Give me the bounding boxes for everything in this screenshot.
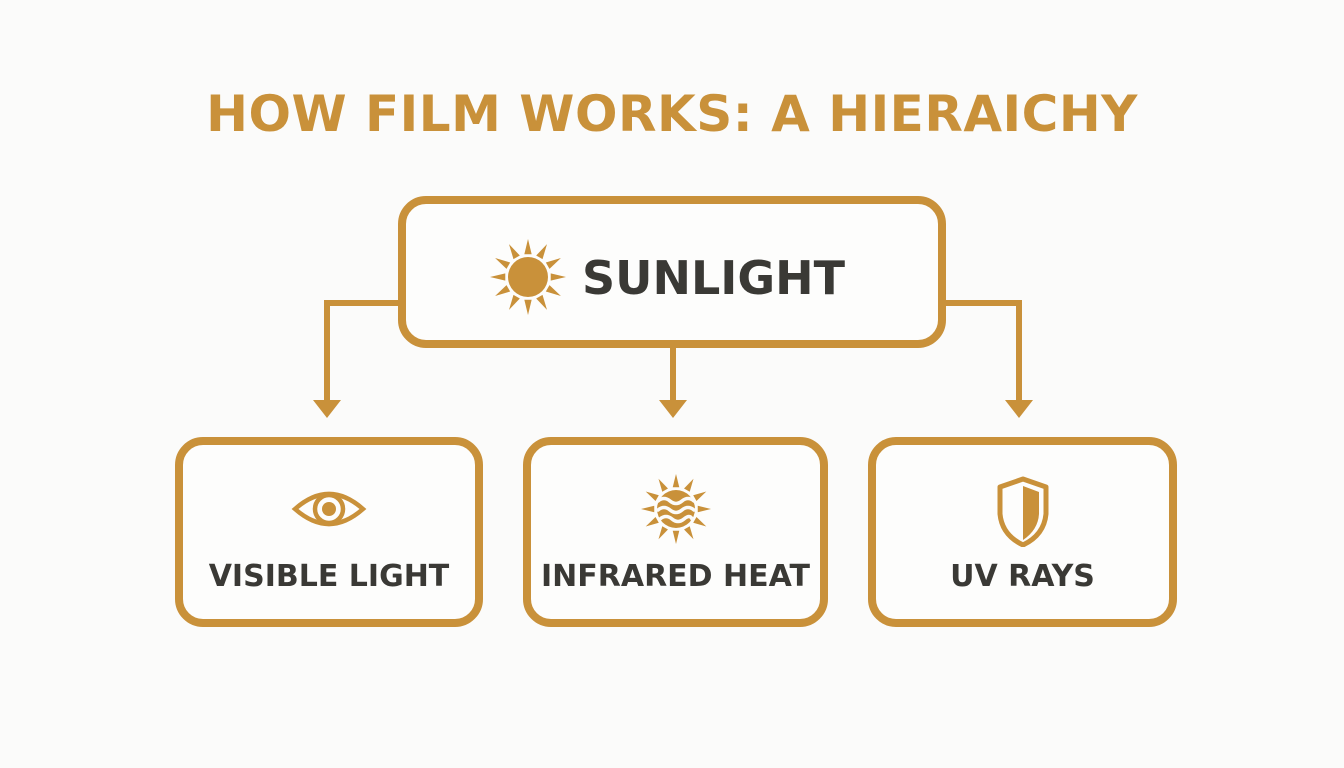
root-node-sunlight: SUNLIGHT [398, 196, 946, 348]
child-node-infrared-heat: INFRARED HEAT [523, 437, 828, 627]
sun-ray [495, 285, 511, 296]
sun-icon [490, 239, 566, 315]
sun-ray [658, 526, 668, 540]
root-label: SUNLIGHT [582, 251, 846, 305]
sun-ray [524, 299, 532, 315]
sun-ray [683, 478, 693, 492]
sun-ray [683, 526, 693, 540]
sun-ray [545, 258, 561, 269]
connector-right [942, 300, 1022, 402]
arrowhead-left [313, 400, 341, 418]
eye-icon [291, 491, 367, 527]
connector-left [324, 300, 402, 402]
sun-ray [692, 517, 706, 527]
diagram-title: HOW FILM WORKS: A HIERAICHY [206, 85, 1138, 143]
sun-ray [692, 491, 706, 501]
child-label-infrared-heat: INFRARED HEAT [541, 559, 810, 594]
sun-ray [640, 505, 654, 513]
sun-waves-icon [640, 474, 711, 544]
sun-ray [645, 517, 659, 527]
child-node-visible-light: VISIBLE LIGHT [175, 437, 483, 627]
sun-ray [536, 294, 547, 310]
arrowhead-right [1005, 400, 1033, 418]
sun-ray [545, 285, 561, 296]
sun-ray [536, 244, 547, 260]
shield-icon [997, 476, 1048, 547]
sun-ray [550, 273, 566, 281]
sun-ray [495, 258, 511, 269]
sun-ray [672, 474, 679, 488]
sun-ray [697, 505, 711, 513]
child-label-uv-rays: UV RAYS [950, 559, 1095, 594]
sun-ray [658, 478, 668, 492]
child-node-uv-rays: UV RAYS [868, 437, 1177, 627]
sun-ray [509, 244, 520, 260]
sun-ray [672, 530, 679, 544]
child-label-visible-light: VISIBLE LIGHT [208, 559, 450, 594]
sun-ray [490, 273, 506, 281]
sun-ray [509, 294, 520, 310]
sun-ray [645, 491, 659, 501]
arrowhead-center [659, 400, 687, 418]
sun-ray [524, 239, 532, 255]
